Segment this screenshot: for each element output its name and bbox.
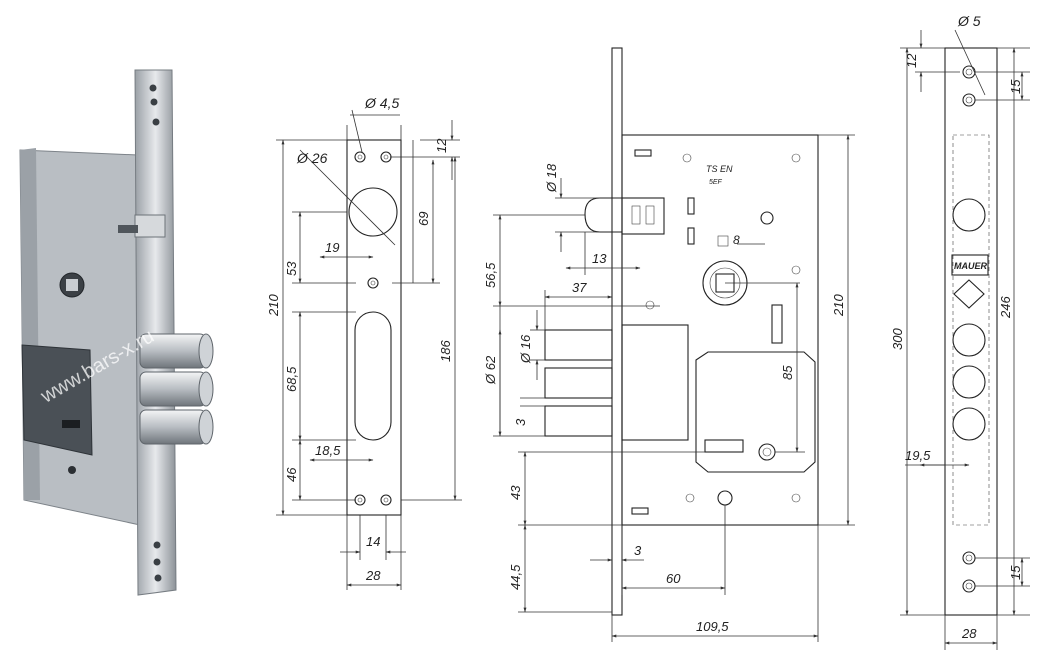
faceplate-screw-holes xyxy=(962,65,976,593)
side-dim-16: Ø 16 xyxy=(518,334,533,364)
faceplate-brand: MAUER xyxy=(954,261,987,271)
side-dim-210: 210 xyxy=(831,294,846,317)
faceplate-bolt-holes xyxy=(952,323,986,441)
side-dim-3b: 3 xyxy=(634,543,642,558)
side-dim-8: 8 xyxy=(733,233,740,247)
spindle-square xyxy=(66,279,78,291)
side-view: TS EN 5EF xyxy=(483,47,855,642)
front-dim-186: 186 xyxy=(438,340,453,362)
front-dim-68: 68,5 xyxy=(284,366,299,392)
faceplate-outline xyxy=(944,47,998,616)
side-dim-44: 44,5 xyxy=(508,564,523,590)
side-case xyxy=(621,134,819,526)
faceplate-logo xyxy=(953,279,985,309)
front-dim-69: 69 xyxy=(416,212,431,226)
front-dim-210: 210 xyxy=(266,294,281,317)
keyhole xyxy=(62,420,80,428)
faceplate-dim-15b: 15 xyxy=(1008,565,1023,580)
side-cam xyxy=(704,439,744,453)
front-screw-holes xyxy=(354,151,392,506)
faceplate-dim-300: 300 xyxy=(890,328,905,350)
front-dim-18: 18,5 xyxy=(315,443,341,458)
front-cylinder-hole xyxy=(348,187,398,237)
front-dim-19: 19 xyxy=(325,240,339,255)
front-dim-28: 28 xyxy=(365,568,381,583)
side-faceplate xyxy=(611,47,623,616)
faceplate-dim-5: Ø 5 xyxy=(957,13,981,29)
front-dim-53: 53 xyxy=(284,261,299,276)
side-dim-109: 109,5 xyxy=(696,619,729,634)
side-dim-3a: 3 xyxy=(513,418,528,426)
side-cylinder-pocket xyxy=(695,351,816,473)
front-dim-top: 12 xyxy=(434,138,449,153)
latch-bolt xyxy=(134,214,166,238)
faceplate-brand-plate xyxy=(951,254,989,276)
side-dim-56: 56,5 xyxy=(483,262,498,288)
front-faceplate xyxy=(346,139,402,516)
side-dim-85: 85 xyxy=(780,365,795,380)
deadbolts xyxy=(139,333,214,445)
side-label-mid: 5EF xyxy=(709,179,723,186)
faceplate-view: MAUER xyxy=(890,13,1030,650)
front-dim-46: 46 xyxy=(284,467,299,482)
faceplate-case-outline xyxy=(952,134,990,526)
faceplate-latch-hole xyxy=(952,198,986,232)
front-deadbolt-slot xyxy=(354,311,392,441)
side-dim-37: 37 xyxy=(572,280,587,295)
side-deadbolts xyxy=(544,324,689,441)
hole xyxy=(68,466,76,474)
faceplate-dim-12: 12 xyxy=(904,53,919,68)
front-dim-14: 14 xyxy=(366,534,380,549)
side-label-top: TS EN xyxy=(706,164,733,174)
lock-faceplate xyxy=(134,69,177,596)
faceplate-dim-15a: 15 xyxy=(1008,79,1023,94)
side-dim-13: 13 xyxy=(592,251,607,266)
side-dim-43: 43 xyxy=(508,485,523,500)
faceplate-dim-19: 19,5 xyxy=(905,448,931,463)
front-view: Ø 4,5 Ø 26 12 69 19 53 210 68,5 186 18,5… xyxy=(266,95,462,590)
side-latch xyxy=(584,197,622,233)
front-dim-screw: Ø 4,5 xyxy=(364,95,399,111)
lock-photo: www.bars-x.ru xyxy=(19,69,214,596)
faceplate-dim-246: 246 xyxy=(998,296,1013,319)
side-latch-body xyxy=(621,197,665,235)
faceplate-dim-28: 28 xyxy=(961,626,977,641)
side-dim-60: 60 xyxy=(666,571,681,586)
side-dim-62: Ø 62 xyxy=(483,355,498,385)
front-dim-cylinder: Ø 26 xyxy=(296,150,328,166)
side-dim-18: Ø 18 xyxy=(544,163,559,193)
